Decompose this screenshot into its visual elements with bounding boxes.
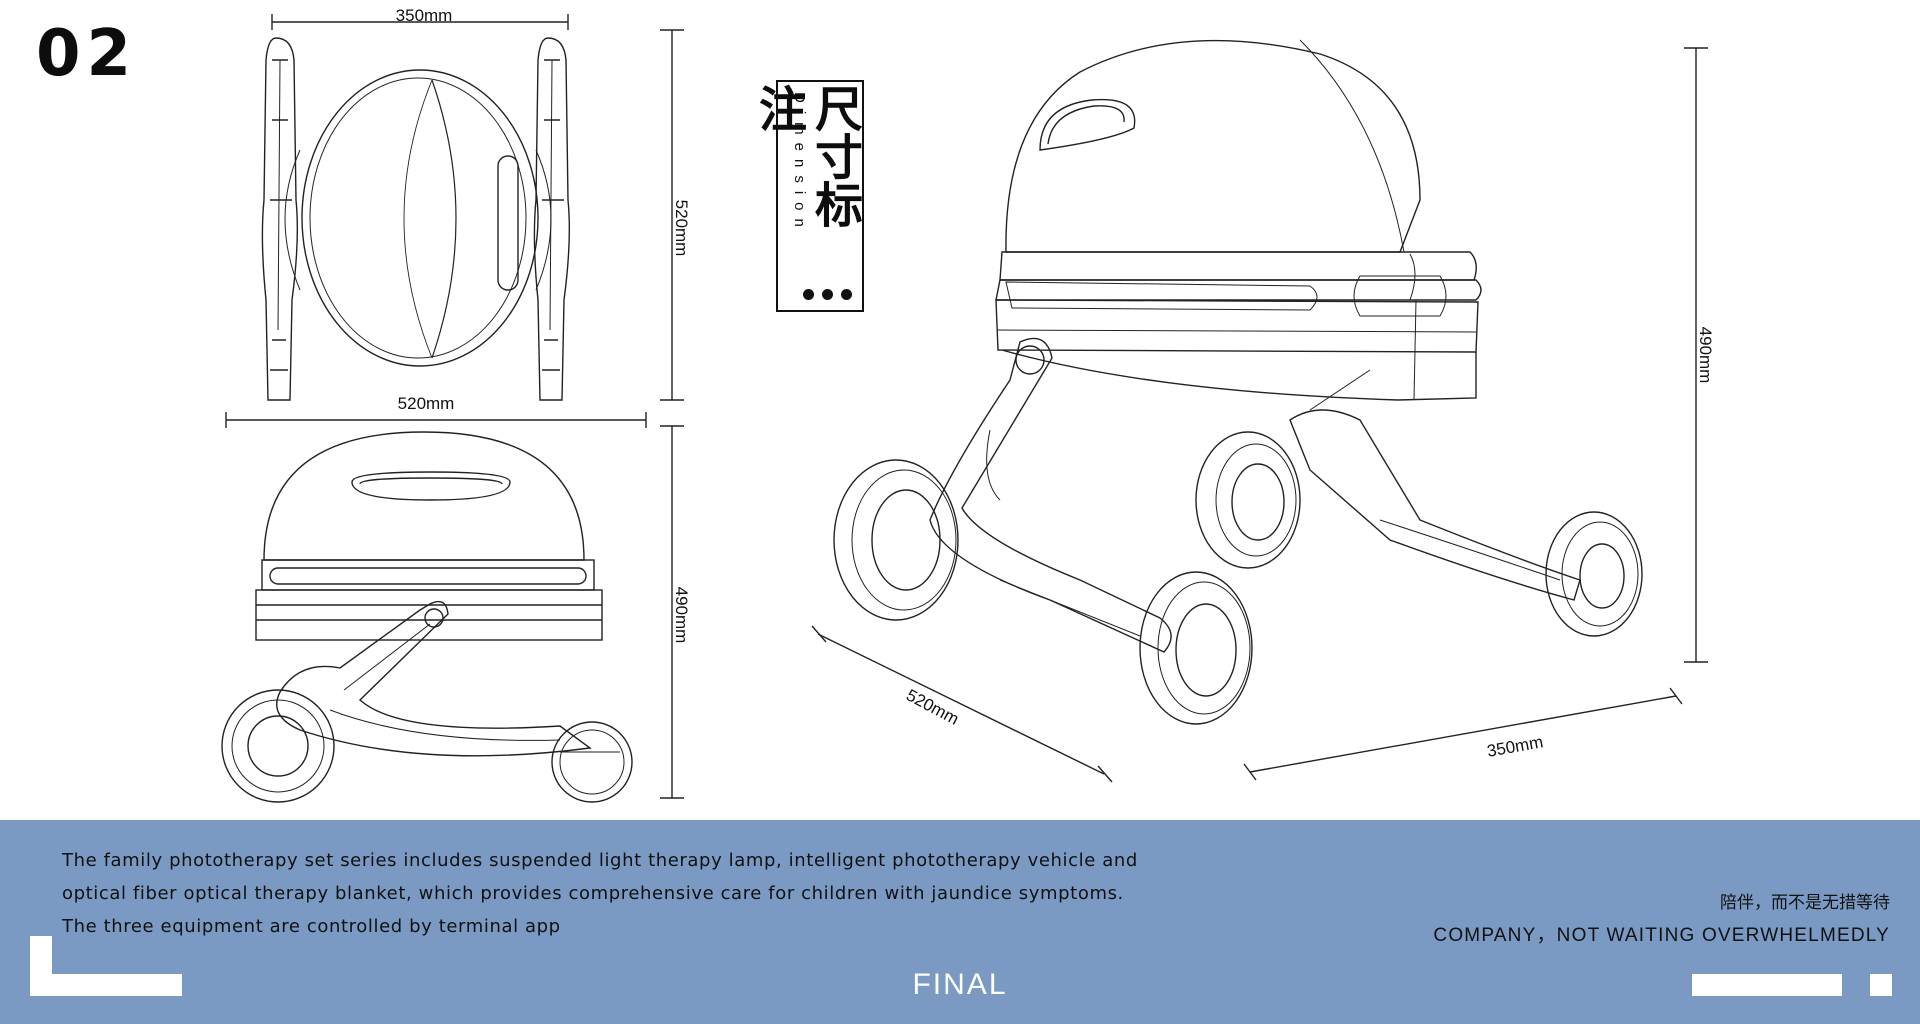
title-dots (792, 284, 862, 304)
title-box: Dimension 尺寸标注 (750, 80, 864, 312)
corner-bracket-horizontal (30, 974, 182, 996)
title-chinese: 尺寸标注 (750, 84, 862, 228)
top-width-label: 350mm (396, 6, 453, 25)
top-depth-label: 520mm (672, 200, 691, 257)
iso-height-label: 490mm (1696, 327, 1715, 384)
slogan-english: COMPANY，NOT WAITING OVERWHELMEDLY (1433, 925, 1890, 946)
description-line: The family phototherapy set series inclu… (62, 850, 1138, 871)
side-length-label: 520mm (398, 394, 455, 413)
description-line: The three equipment are controlled by te… (62, 916, 561, 937)
title-english: Dimension (791, 92, 808, 235)
decorative-square (1870, 974, 1892, 996)
page-number: 02 (36, 17, 138, 91)
side-view: 520mm 490mm (221, 394, 691, 803)
decorative-bar (1692, 974, 1842, 996)
slogan-chinese: 陪伴，而不是无措等待 (1720, 893, 1890, 913)
footer-band: The family phototherapy set series inclu… (0, 820, 1920, 1024)
iso-depth-label: 520mm (903, 685, 962, 728)
final-label: FINAL (912, 968, 1008, 1001)
iso-width-label: 350mm (1485, 732, 1544, 761)
top-view: 350mm 520mm (261, 6, 691, 401)
description: The family phototherapy set series inclu… (62, 844, 1182, 943)
description-line: optical fiber optical therapy blanket, w… (62, 883, 1124, 904)
side-height-label: 490mm (672, 587, 691, 644)
iso-view: 490mm 520mm 350mm (811, 39, 1715, 783)
dimension-drawing: 350mm 520mm 520mm (221, 6, 1715, 803)
